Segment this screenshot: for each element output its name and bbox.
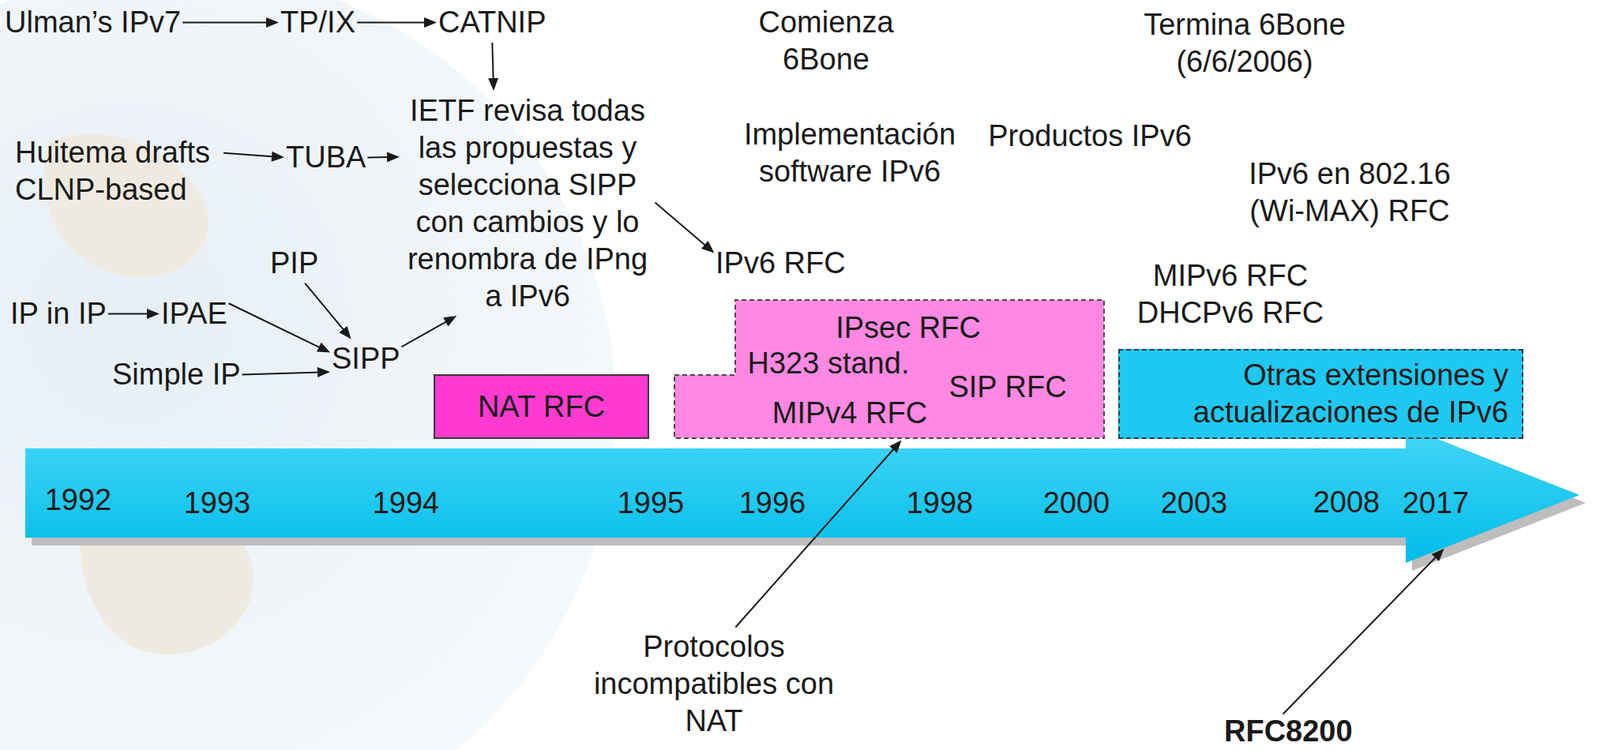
flow-arrow [655,202,715,253]
arrow-line [223,153,275,158]
proposal-node: SIPP [331,340,401,378]
node-text: IPv6 RFC [715,244,846,282]
event-label: IPv6 en 802.16 (Wi-MAX) RFC [1239,155,1461,230]
arrow-line [735,446,895,628]
year-label: 1998 [906,484,974,523]
arrow-head [266,17,279,28]
proposal-node: PIP [270,244,319,282]
period-box: NAT RFC [433,374,650,440]
proposal-node: RFC8200 [1224,715,1353,748]
arrow-line [229,303,323,349]
node-text: Protocolos incompatibles con NAT [583,628,845,740]
arrow-line [492,42,493,82]
year-label: 1995 [617,484,685,523]
flow-arrow [401,315,457,347]
event-label: DHCPv6 RFC [1137,294,1324,332]
arrow-head [271,151,285,162]
arrow-head [488,78,499,91]
flow-arrow [735,439,902,628]
arrow-line [182,22,270,24]
arrow-line [1283,555,1439,714]
proposal-node: Protocolos incompatibles con NAT [583,628,845,740]
year-label: 1994 [372,484,440,523]
arrow-head [1431,548,1445,562]
node-text: IP in IP [10,295,107,333]
flow-arrow [356,17,437,28]
protocol-label: MIPv4 RFC [772,395,928,431]
flow-arrow [182,17,279,28]
year-label: 1992 [45,481,113,519]
proposal-node: Ulman’s IPv7 [4,3,181,42]
proposal-node: IPv6 RFC [715,244,846,282]
flow-arrow [223,151,285,162]
period-box: IPsec RFCH323 stand. SIP RFC MIPv4 RFC [673,299,1105,440]
proposal-node: IP in IP [10,295,107,333]
period-box: Otras extensiones y actualizaciones de I… [1118,349,1524,440]
year-label: 2017 [1402,484,1470,523]
event-label: MIPv6 RFC [1153,257,1308,295]
arrow-head [889,439,902,453]
arrow-line [304,283,346,333]
region-outline [674,300,1105,439]
proposal-node: Simple IP [112,356,241,394]
proposal-node: Huitema drafts CLNP-based [15,134,222,209]
flow-arrow [304,283,352,340]
arrow-line [401,320,448,348]
flow-arrow [367,152,400,163]
protocol-label: H323 stand. [747,345,910,381]
year-label: 2000 [1043,484,1111,523]
proposal-node: IPAE [161,295,228,333]
node-text: TUBA [285,138,366,177]
flow-arrow [488,42,499,91]
event-label: Implementación software IPv6 [735,116,965,191]
arrow-head [443,315,457,327]
timeline-arrow: 1992 1993 1994 1995 1996 1998 2000 2003 2008 2017 [25,426,1580,564]
node-text: TP/IX [280,3,356,42]
arrow-head [386,152,400,163]
year-label: 1996 [739,484,807,523]
node-text: Huitema drafts CLNP-based [15,134,222,209]
arrow-head [317,367,331,378]
node-text: RFC8200 [1224,715,1353,748]
arrow-head [146,308,160,320]
proposal-node: TUBA [285,138,366,177]
protocol-label: SIP RFC [948,369,1067,405]
arrow-head [701,240,714,253]
proposal-node: CATNIP [438,3,547,42]
flow-arrow [108,308,160,320]
node-text: IPAE [161,295,228,333]
node-text: Simple IP [112,356,241,394]
flow-arrow [229,303,331,353]
proposal-node: IETF revisa todas las propuestas y selec… [401,92,654,316]
event-label: Comienza 6Bone [747,3,906,79]
arrow-head [424,17,437,28]
arrow-line [655,202,708,247]
year-label: 1993 [184,484,252,523]
arrow-line [367,156,391,158]
year-label: 2003 [1160,484,1229,523]
proposal-node: TP/IX [280,3,356,42]
arrow-line [242,371,321,375]
arrow-line [356,22,428,24]
node-text: SIPP [331,340,401,378]
timeline-body [25,426,1580,564]
arrow-head [339,326,352,339]
flow-arrow [242,367,331,378]
year-label: 2008 [1313,484,1381,522]
node-text: IETF revisa todas las propuestas y selec… [401,92,654,316]
protocol-label: IPsec RFC [835,310,981,346]
box-text: Otras extensiones y actualizaciones de I… [1176,356,1509,432]
arrow-head [316,342,331,354]
arrow-line [108,313,151,316]
event-label: Productos IPv6 [987,117,1192,155]
box-text: NAT RFC [477,388,605,426]
node-text: Ulman’s IPv7 [4,3,181,42]
flow-arrow [1283,548,1445,715]
event-label: Termina 6Bone (6/6/2006) [1130,6,1360,81]
node-text: CATNIP [438,3,547,42]
node-text: PIP [270,244,319,282]
